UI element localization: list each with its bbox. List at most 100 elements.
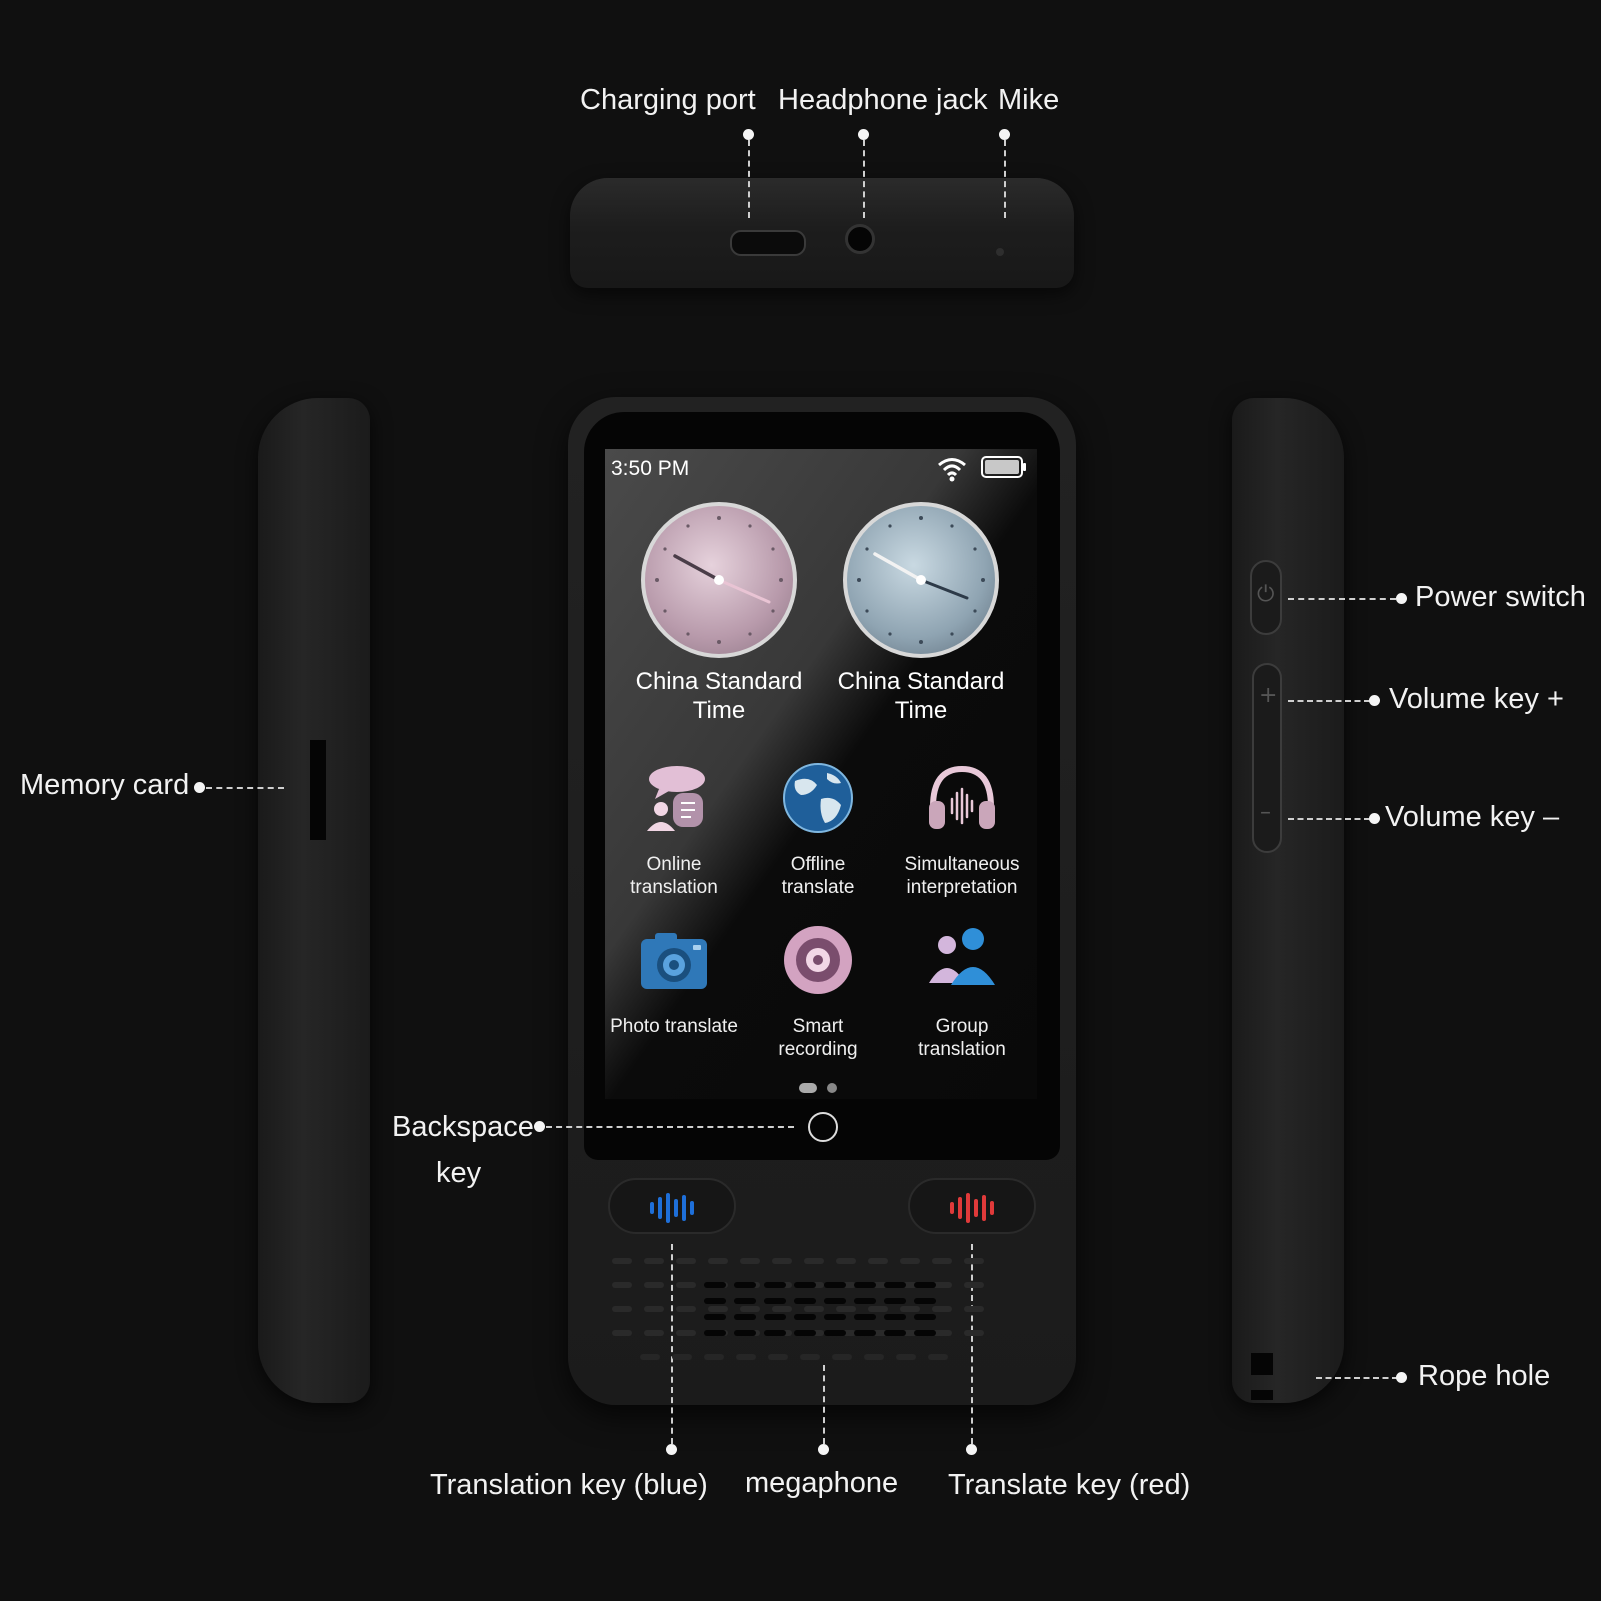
translation-key-blue[interactable] [608, 1178, 736, 1234]
chat-bubble-icon[interactable] [637, 761, 711, 835]
grille-slot [764, 1330, 786, 1336]
clock-label-line: Time [894, 697, 948, 724]
clock-face-icon [857, 516, 985, 644]
callout-leader [671, 1244, 673, 1444]
grille-slot [804, 1306, 824, 1312]
grille-slot [794, 1282, 816, 1288]
grille-slot [854, 1282, 876, 1288]
grille-slot [864, 1354, 884, 1360]
camera-icon[interactable] [637, 923, 711, 997]
app-label-photo-translate: Photo translate [605, 1015, 749, 1038]
callout-backspace-line2: key [436, 1157, 482, 1189]
grille-slot [704, 1282, 726, 1288]
callout-backspace: Backspace [392, 1111, 534, 1143]
grille-slot [824, 1298, 846, 1304]
grille-slot [836, 1258, 856, 1264]
app-label-line: Smart [792, 1016, 844, 1037]
plus-icon: + [1259, 683, 1278, 708]
callout-leader [823, 1365, 825, 1444]
grille-slot [964, 1282, 984, 1288]
callout-headphone-jack: Headphone jack [778, 84, 988, 116]
grille-slot [676, 1282, 696, 1288]
grille-slot [612, 1330, 632, 1336]
grille-slot [612, 1282, 632, 1288]
clock-label-line: Time [692, 697, 746, 724]
grille-slot [734, 1314, 756, 1320]
clock-face-icon [655, 516, 783, 644]
callout-leader [206, 787, 284, 789]
world-clock[interactable] [641, 502, 797, 658]
page-indicator[interactable] [827, 1083, 837, 1093]
grille-slot [824, 1314, 846, 1320]
clock-label-line: China Standard [837, 668, 1005, 695]
callout-dot [1369, 695, 1380, 706]
grille-slot [676, 1330, 696, 1336]
grille-slot [764, 1298, 786, 1304]
voice-wave-blue-icon [650, 1193, 694, 1223]
page-indicator-active[interactable] [799, 1083, 817, 1093]
translate-key-red[interactable] [908, 1178, 1036, 1234]
grille-slot [868, 1306, 888, 1312]
grille-slot [900, 1330, 920, 1336]
grille-slot [794, 1330, 816, 1336]
grille-slot [836, 1282, 856, 1288]
voice-wave-red-icon [950, 1193, 994, 1223]
app-label-line: translation [630, 877, 718, 898]
grille-slot [768, 1354, 788, 1360]
grille-slot [736, 1354, 756, 1360]
grille-slot [884, 1298, 906, 1304]
device-left-side-view [258, 398, 370, 1403]
record-icon[interactable] [781, 923, 855, 997]
callout-leader [1316, 1377, 1398, 1379]
callout-memory-card: Memory card [20, 769, 190, 801]
grille-slot [708, 1258, 728, 1264]
callout-rope-hole: Rope hole [1418, 1360, 1551, 1392]
grille-slot [900, 1258, 920, 1264]
clock-label-left: China Standard Time [619, 667, 819, 725]
power-switch-button[interactable]: ⏻ [1250, 560, 1282, 635]
backspace-key[interactable] [808, 1112, 838, 1142]
app-label-smart-recording: Smart recording [743, 1015, 893, 1061]
grille-slot [854, 1298, 876, 1304]
grille-slot [884, 1282, 906, 1288]
callout-leader [1288, 598, 1396, 600]
grille-slot [772, 1306, 792, 1312]
callout-dot [966, 1444, 977, 1455]
grille-slot [914, 1330, 936, 1336]
grille-slot [914, 1314, 936, 1320]
grille-slot [836, 1330, 856, 1336]
callout-dot [1396, 1372, 1407, 1383]
callout-dot [743, 129, 754, 140]
clock-label-line: China Standard [635, 668, 803, 695]
grille-slot [832, 1354, 852, 1360]
grille-slot [914, 1298, 936, 1304]
status-time: 3:50 PM [611, 457, 690, 480]
app-label-line: translation [918, 1039, 1006, 1060]
grille-slot [868, 1282, 888, 1288]
grille-slot [644, 1306, 664, 1312]
volume-rocker[interactable]: + – [1252, 663, 1282, 853]
callout-volume-down: Volume key – [1385, 801, 1560, 833]
group-icon[interactable] [925, 923, 999, 997]
grille-slot [644, 1258, 664, 1264]
app-label-line: Simultaneous [904, 854, 1020, 875]
grille-slot [914, 1282, 936, 1288]
grille-slot [764, 1314, 786, 1320]
headphones-icon[interactable] [925, 761, 999, 835]
app-label-offline-translate: Offline translate [743, 853, 893, 899]
grille-slot [932, 1282, 952, 1288]
grille-slot [708, 1306, 728, 1312]
world-clock[interactable] [843, 502, 999, 658]
power-icon: ⏻ [1257, 582, 1275, 607]
grille-slot [704, 1314, 726, 1320]
callout-dot [999, 129, 1010, 140]
grille-slot [804, 1258, 824, 1264]
globe-icon[interactable] [781, 761, 855, 835]
device-screen: 3:50 PM China Standard Time [605, 449, 1037, 1099]
grille-slot [836, 1306, 856, 1312]
grille-slot [704, 1298, 726, 1304]
app-label-line: Offline [790, 854, 846, 875]
grille-slot [854, 1314, 876, 1320]
app-label-line: Group [935, 1016, 989, 1037]
grille-slot [932, 1258, 952, 1264]
